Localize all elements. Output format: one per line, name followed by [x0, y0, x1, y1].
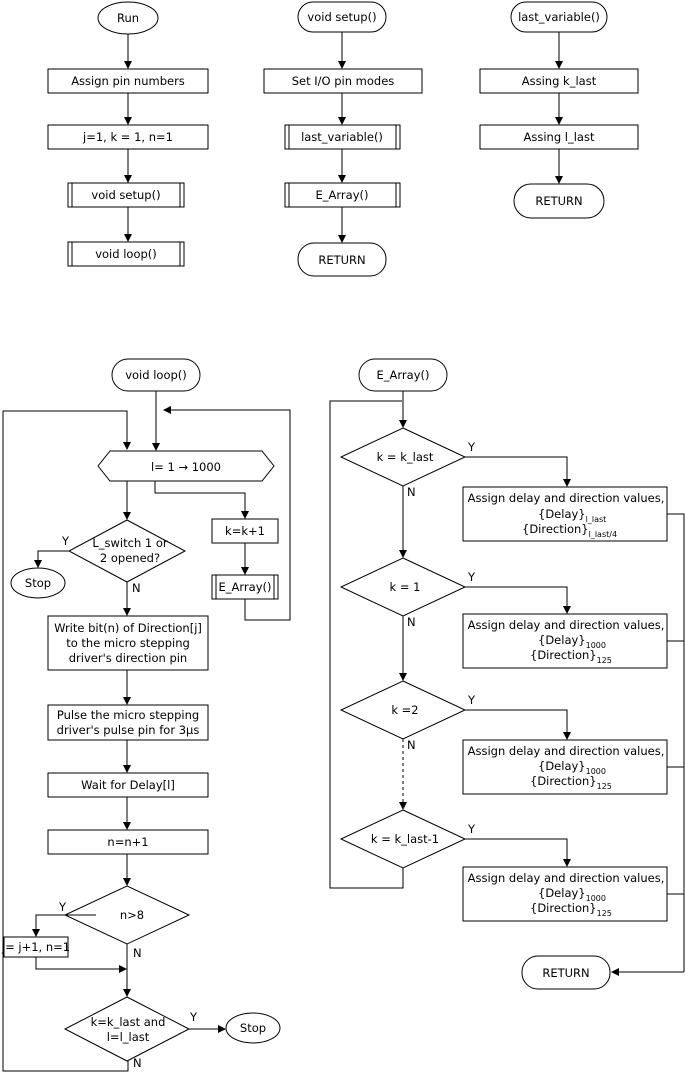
wait-delay-label: Wait for Delay[l] — [81, 778, 175, 792]
assign-values-label-2: Assign delay and direction values, — [468, 618, 665, 632]
ncheck-no-label: N — [133, 946, 142, 960]
assign-values-box-1 — [462, 486, 668, 542]
increment-k-label: k=k+1 — [225, 524, 265, 538]
stop-label-2: Stop — [240, 1021, 266, 1035]
earray-return-label: RETURN — [542, 966, 589, 980]
call-last-variable-label: last_variable() — [301, 130, 383, 144]
setup-return-terminal — [297, 242, 387, 277]
final-check-decision — [63, 996, 191, 1062]
loop-flowchart: void loop() l= 1 → 1000 k=k+1 E_Array() … — [1, 358, 291, 1072]
assign-k-last-label: Assing k_last — [522, 74, 597, 88]
assign-k-last-box — [479, 68, 639, 94]
final-check-line-2: l=l_last — [107, 1030, 150, 1044]
increment-n-box — [47, 829, 209, 855]
lastvar-return-label: RETURN — [535, 194, 582, 208]
n-check-label: n>8 — [120, 908, 144, 922]
limit-switch-label-2: 2 opened? — [100, 551, 160, 565]
delay-label-3: {Delay}1000 — [538, 759, 606, 776]
run-start-label: Run — [117, 11, 139, 25]
write-direction-line-2: to the micro stepping — [66, 636, 190, 650]
last-variable-flowchart: last_variable() Assing k_last Assing l_l… — [479, 1, 639, 219]
direction-label-4: {Direction}125 — [530, 901, 612, 918]
direction-label-3: {Direction}125 — [530, 774, 612, 791]
delay-label-4: {Delay}1000 — [538, 886, 606, 903]
set-io-box — [263, 68, 423, 94]
earray-return-terminal — [521, 955, 611, 990]
call-setup-label: void setup() — [91, 188, 160, 202]
earray-decision-k-last-1-label: k = k_last-1 — [371, 832, 439, 846]
earray-d3-yes: Y — [467, 693, 476, 707]
delay-label-1: {Delay}l_last — [538, 507, 606, 524]
assign-l-last-label: Assing l_last — [524, 130, 595, 144]
earray-d2-no: N — [407, 615, 416, 629]
ncheck-yes-label: Y — [58, 900, 67, 914]
earray-d3-no: N — [407, 738, 416, 752]
assign-values-label-4: Assign delay and direction values, — [468, 871, 665, 885]
call-earray-label: E_Array() — [316, 188, 369, 202]
pulse-pin-line-2: driver's pulse pin for 3μs — [57, 723, 200, 737]
assign-values-box-4 — [462, 866, 668, 922]
direction-label-2: {Direction}125 — [530, 648, 612, 665]
call-last-variable-box — [284, 124, 401, 150]
wait-delay-box — [47, 772, 209, 798]
set-io-label: Set I/O pin modes — [292, 74, 395, 88]
reset-n-label: j= j+1, n=1 — [1, 940, 70, 954]
for-loop-hexagon — [97, 450, 275, 482]
write-direction-box — [47, 615, 209, 671]
setup-start-label: void setup() — [307, 10, 376, 24]
earray-decision-k-last-1 — [339, 809, 467, 869]
loop-start-label: void loop() — [125, 368, 187, 382]
pulse-pin-box — [47, 704, 209, 741]
assign-l-last-box — [479, 124, 639, 150]
assign-values-box-2 — [462, 613, 668, 669]
earray-decision-k-1-label: k = 1 — [390, 580, 421, 594]
assign-values-label-3: Assign delay and direction values, — [468, 744, 665, 758]
limit-switch-label-1: L_switch 1 or — [92, 536, 168, 550]
call-loop-box — [67, 241, 185, 267]
assign-pins-box — [47, 68, 209, 94]
run-flowchart: Run Assign pin numbers j=1, k = 1, n=1 v… — [47, 1, 209, 267]
setup-flowchart: void setup() Set I/O pin modes last_vari… — [263, 1, 423, 277]
switch-no-label: N — [132, 581, 141, 595]
direction-label-1: {Direction}l_last/4 — [522, 522, 617, 539]
pulse-pin-line-1: Pulse the micro stepping — [57, 708, 199, 722]
earray-decision-k-last-label: k = k_last — [377, 450, 434, 464]
write-direction-line-3: driver's direction pin — [69, 651, 187, 665]
call-loop-label: void loop() — [95, 247, 157, 261]
assign-pins-label: Assign pin numbers — [71, 74, 185, 88]
earray-start-label: E_Array() — [377, 368, 430, 382]
for-loop-label: l= 1 → 1000 — [151, 460, 221, 474]
call-setup-box — [67, 182, 185, 208]
final-yes-label: Y — [189, 1010, 198, 1024]
lastvar-return-terminal — [513, 183, 605, 219]
loop-call-earray-box — [211, 574, 279, 600]
earray-d1-no: N — [407, 485, 416, 499]
earray-d2-yes: Y — [467, 570, 476, 584]
earray-d4-yes: Y — [467, 822, 476, 836]
earray-decision-k-2-label: k =2 — [391, 703, 418, 717]
loop-call-earray-label: E_Array() — [219, 580, 272, 594]
setup-return-label: RETURN — [318, 253, 365, 267]
final-no-label: N — [133, 1056, 142, 1070]
lastvar-start-label: last_variable() — [518, 10, 600, 24]
stop-label-1: Stop — [25, 576, 51, 590]
init-vars-label: j=1, k = 1, n=1 — [82, 130, 173, 144]
increment-n-label: n=n+1 — [107, 835, 148, 849]
call-earray-box — [284, 182, 401, 208]
switch-yes-label: Y — [61, 534, 70, 548]
assign-values-box-3 — [462, 739, 668, 795]
stop-terminal-2 — [225, 1012, 281, 1044]
stop-terminal-1 — [10, 567, 66, 599]
final-check-line-1: k=k_last and — [91, 1015, 166, 1029]
delay-label-2: {Delay}1000 — [538, 633, 606, 650]
earray-d1-yes: Y — [467, 440, 476, 454]
increment-k-box — [211, 518, 279, 544]
assign-values-label-1: Assign delay and direction values, — [468, 491, 665, 505]
earray-flowchart: E_Array() k = k_last Y N Assign delay an… — [329, 358, 685, 990]
write-direction-line-1: Write bit(n) of Direction[j] — [54, 621, 202, 635]
